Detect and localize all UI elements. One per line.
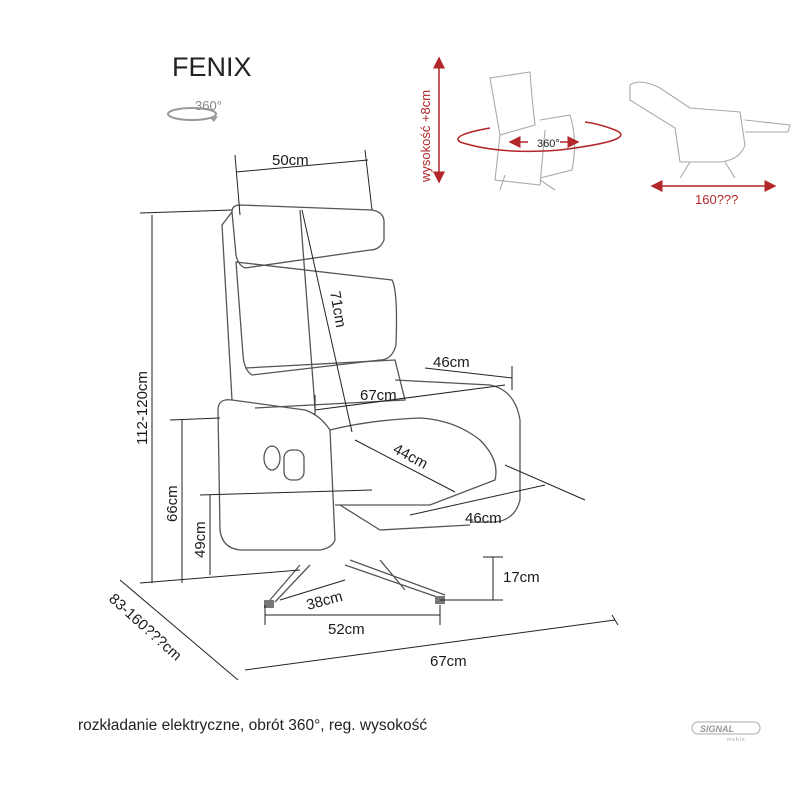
dim-base-height: 17cm (503, 569, 540, 586)
inset-reclined-chair (629, 81, 791, 179)
dim-width-top: 50cm (272, 152, 309, 169)
dim-base-leg: 38cm (305, 588, 345, 614)
dim-back-height: 71cm (326, 290, 349, 329)
signal-logo: SIGNAL meble (691, 721, 761, 743)
inset-rotation-chair: 360° (457, 71, 622, 191)
dim-seat-height: 49cm (192, 521, 209, 558)
inset-reclined-label: 160??? (695, 192, 738, 207)
dim-seat-width: 46cm (465, 510, 502, 527)
dim-armrest-width: 46cm (433, 354, 470, 371)
product-title: FENIX (172, 52, 252, 82)
svg-text:meble: meble (727, 737, 746, 743)
dim-total-height: 112-120cm (134, 371, 151, 445)
rotation-360-icon: 360° (167, 98, 222, 122)
inset-rotation-label: 360° (537, 138, 560, 150)
svg-text:SIGNAL: SIGNAL (700, 724, 734, 734)
dim-seat-depth: 44cm (390, 441, 430, 473)
dim-base-width: 52cm (328, 621, 365, 638)
feature-caption: rozkładanie elektryczne, obrót 360°, reg… (78, 717, 427, 734)
dim-depth-to-back: 67cm (360, 387, 397, 404)
chair-drawing (217, 204, 521, 608)
dim-total-depth: 67cm (430, 653, 467, 670)
svg-text:360°: 360° (195, 98, 222, 113)
inset-height-adjust-label: wysokość +8cm (418, 90, 433, 183)
dimension-lines (119, 149, 619, 681)
dim-armrest-height: 66cm (164, 485, 181, 522)
